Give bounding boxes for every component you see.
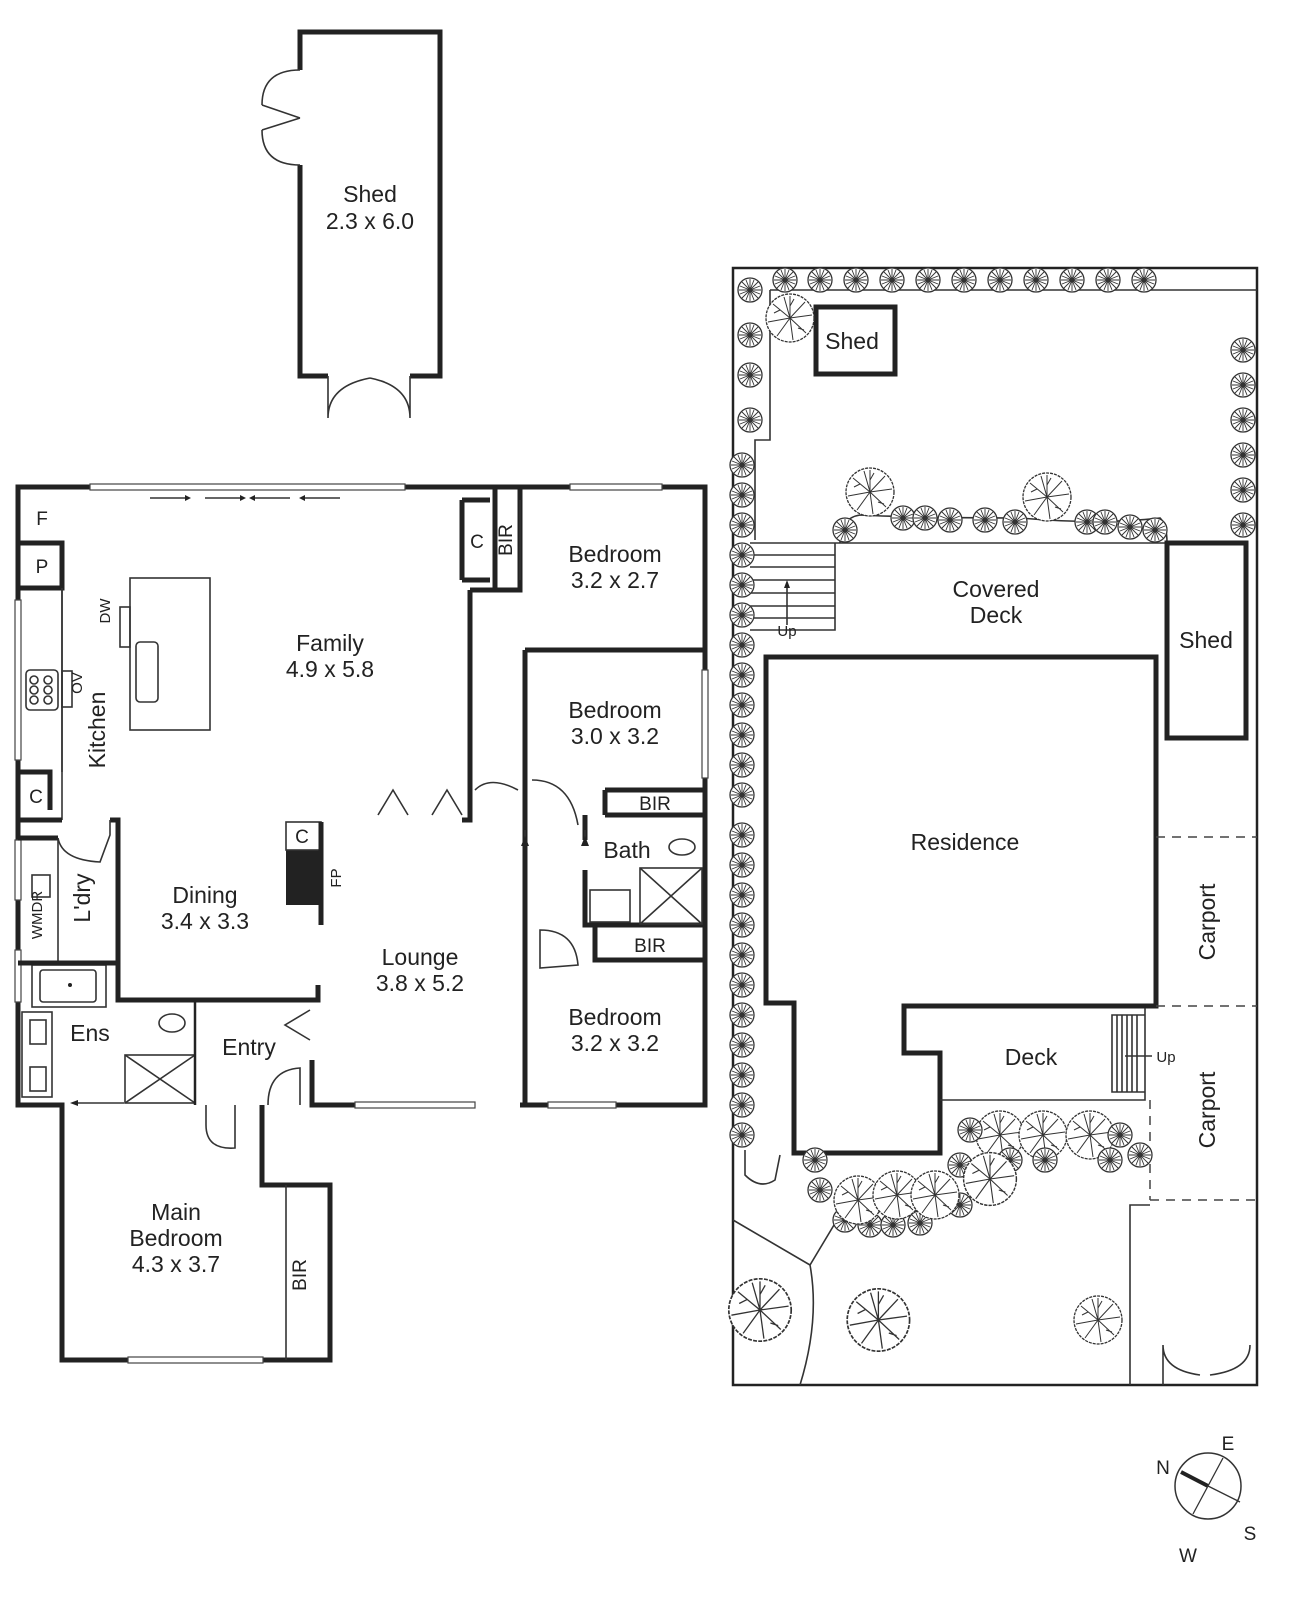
compass-rose: N E S W bbox=[1156, 1434, 1256, 1567]
cupboard-label-fp: C bbox=[295, 827, 309, 848]
bedroom1-dims: 3.2 x 2.7 bbox=[571, 567, 659, 593]
shrub-row-north bbox=[772, 267, 1157, 293]
shrub-row-east bbox=[1230, 337, 1256, 538]
deck-label: Deck bbox=[1005, 1044, 1058, 1070]
carport-label-1: Carport bbox=[1194, 883, 1220, 960]
bedroom3-dims: 3.2 x 3.2 bbox=[571, 1030, 659, 1056]
shed-outbuilding: Shed 2.3 x 6.0 bbox=[261, 29, 443, 419]
covered-deck-label-1: Covered bbox=[953, 576, 1040, 602]
shrub-row-west bbox=[729, 277, 763, 1148]
entry-label: Entry bbox=[222, 1034, 276, 1060]
cupboard-label-hall: C bbox=[470, 532, 484, 553]
rear-shed-label: Shed bbox=[825, 328, 879, 354]
compass-north: N bbox=[1156, 1458, 1170, 1479]
bir-label-bed3: BIR bbox=[634, 936, 666, 957]
bir-label-bed2: BIR bbox=[639, 794, 671, 815]
dining-dims: 3.4 x 3.3 bbox=[161, 908, 249, 934]
site-plan: Shed Up Covered Deck Shed Residence Up D… bbox=[727, 266, 1259, 1387]
bedroom2-label: Bedroom bbox=[568, 697, 661, 723]
stairs-up-label-2: Up bbox=[1156, 1049, 1175, 1066]
bir-label-bed1: BIR bbox=[496, 524, 517, 556]
washer-dryer-label: WMDR bbox=[29, 891, 46, 939]
stairs-up-label-1: Up bbox=[777, 623, 796, 640]
dishwasher-label: DW bbox=[97, 598, 114, 624]
fireplace-label: FP bbox=[328, 868, 345, 887]
pantry-label: P bbox=[36, 557, 49, 578]
bedroom1-label: Bedroom bbox=[568, 541, 661, 567]
shed-dims: 2.3 x 6.0 bbox=[326, 208, 414, 234]
cupboard-label-kitchen: C bbox=[29, 787, 43, 808]
bedroom2-dims: 3.0 x 3.2 bbox=[571, 723, 659, 749]
laundry-label: L'dry bbox=[69, 873, 95, 923]
house-floor-plan: F P DW OV Kitchen C WMDR L'dry Ens Entry… bbox=[14, 483, 709, 1364]
family-dims: 4.9 x 5.8 bbox=[286, 656, 374, 682]
oven-label: OV bbox=[69, 672, 86, 694]
compass-east: E bbox=[1222, 1434, 1235, 1455]
family-label: Family bbox=[296, 630, 364, 656]
kitchen-label: Kitchen bbox=[84, 692, 110, 769]
compass-west: W bbox=[1179, 1546, 1197, 1567]
residence-label: Residence bbox=[911, 829, 1020, 855]
covered-deck-label-2: Deck bbox=[970, 602, 1023, 628]
bedroom3-label: Bedroom bbox=[568, 1004, 661, 1030]
side-shed-label: Shed bbox=[1179, 627, 1233, 653]
dining-label: Dining bbox=[172, 882, 237, 908]
carport-label-2: Carport bbox=[1194, 1071, 1220, 1148]
compass-south: S bbox=[1244, 1524, 1257, 1545]
fridge-label: F bbox=[36, 509, 48, 530]
bir-label-main: BIR bbox=[290, 1259, 311, 1291]
lounge-dims: 3.8 x 5.2 bbox=[376, 970, 464, 996]
main-bedroom-label-2: Bedroom bbox=[129, 1225, 222, 1251]
main-bedroom-dims: 4.3 x 3.7 bbox=[132, 1251, 220, 1277]
bath-label: Bath bbox=[603, 837, 650, 863]
main-bedroom-label-1: Main bbox=[151, 1199, 201, 1225]
shed-label: Shed bbox=[343, 181, 397, 207]
ensuite-label: Ens bbox=[70, 1020, 110, 1046]
lounge-label: Lounge bbox=[382, 944, 459, 970]
